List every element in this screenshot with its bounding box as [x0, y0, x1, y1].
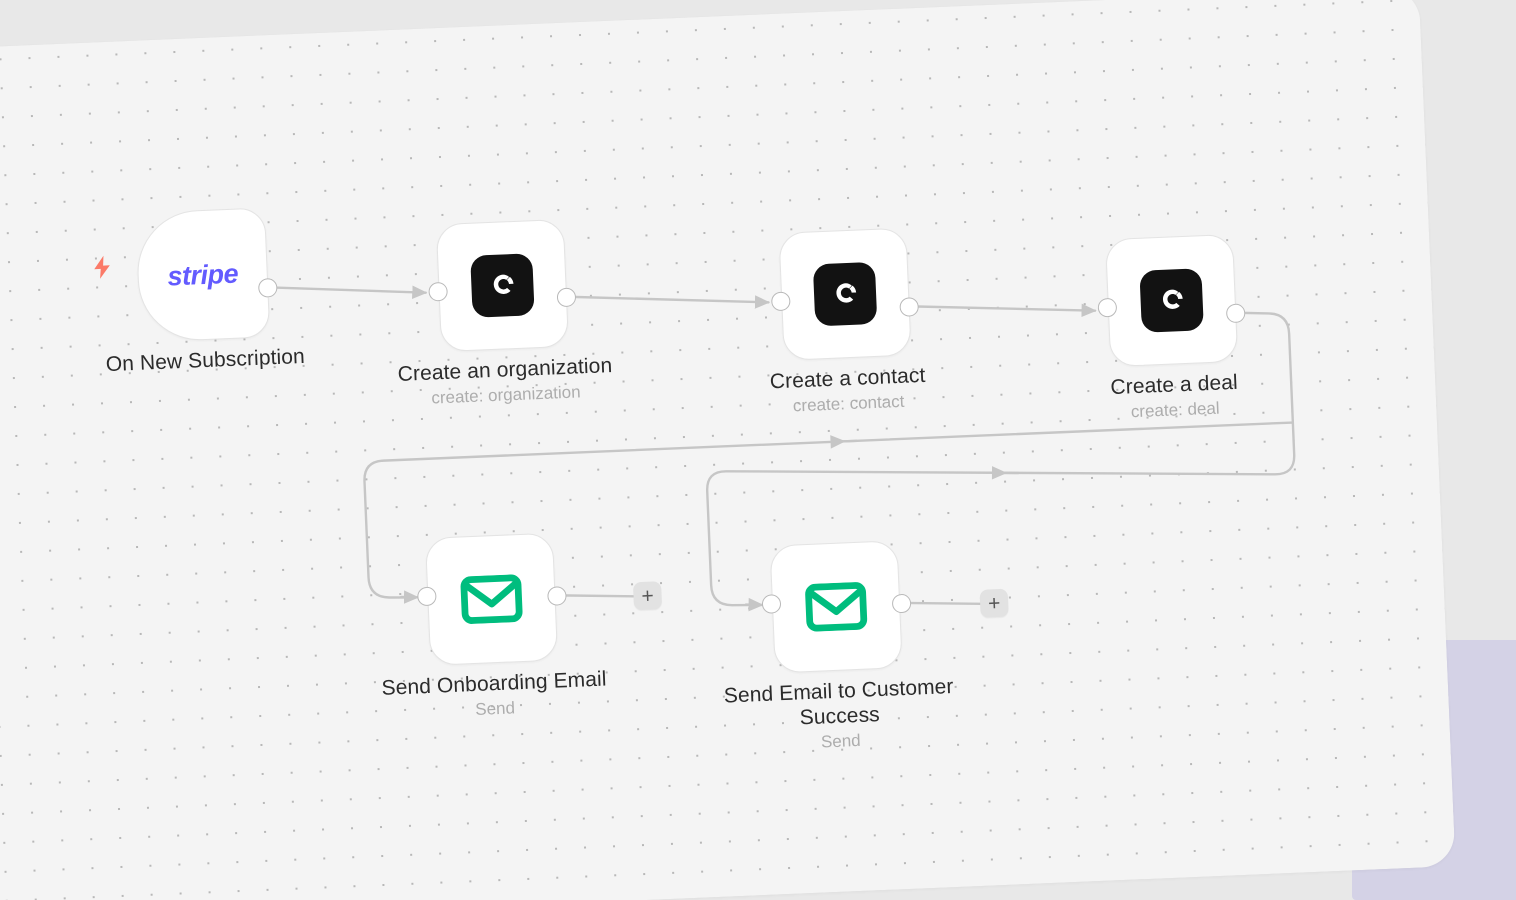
copper-icon — [1139, 268, 1204, 333]
node-create-contact[interactable] — [778, 227, 912, 361]
edge-deal-arrowhead-marker — [744, 597, 764, 612]
contact-output-handle[interactable] — [899, 297, 920, 317]
edge-connections — [266, 285, 1296, 612]
stripe-wordmark: stripe — [166, 258, 239, 291]
edge-onboarding-arrowhead-marker — [400, 590, 420, 604]
organization-output-handle[interactable] — [556, 287, 577, 308]
add-step-button-customer-success[interactable]: + — [979, 588, 1009, 618]
edge-onboarding-to-add — [558, 594, 635, 598]
flow-canvas-wrapper[interactable]: stripe On New Subscription Create an org… — [0, 0, 1456, 900]
deal-output-handle[interactable] — [1225, 303, 1246, 324]
node-create-deal[interactable] — [1105, 233, 1239, 368]
edge-onboarding-midarrow — [830, 435, 858, 449]
trigger-output-handle[interactable] — [257, 277, 278, 298]
flow-canvas-sheet[interactable]: stripe On New Subscription Create an org… — [0, 0, 1456, 900]
add-step-button-onboarding[interactable]: + — [632, 581, 663, 611]
copper-icon — [470, 253, 535, 318]
plus-icon: + — [987, 591, 1001, 615]
mail-icon — [805, 582, 868, 632]
copper-icon — [812, 261, 878, 327]
trigger-node-stripe[interactable]: stripe — [135, 207, 271, 343]
onboarding-email-output-handle[interactable] — [547, 586, 567, 606]
node-create-organization[interactable] — [435, 218, 570, 353]
customer-success-email-output-handle[interactable] — [891, 593, 912, 614]
node-send-email-customer-success[interactable] — [769, 540, 903, 674]
trigger-node-label: On New Subscription — [105, 344, 306, 377]
node-send-onboarding-email[interactable] — [424, 532, 559, 666]
edge-organization-to-contact — [566, 295, 771, 309]
edge-contact-to-deal — [910, 303, 1097, 318]
edge-deal-midarrow — [991, 466, 1019, 480]
edge-customer-success-to-add — [902, 601, 982, 605]
node-send-email-customer-success-label: Send Email to Customer Success — [723, 674, 954, 730]
mail-icon — [460, 574, 523, 624]
plus-icon: + — [640, 583, 655, 608]
lightning-bolt-icon — [89, 252, 116, 283]
edge-trigger-to-organization — [266, 285, 428, 299]
flow-layer: stripe On New Subscription Create an org… — [89, 207, 1296, 752]
